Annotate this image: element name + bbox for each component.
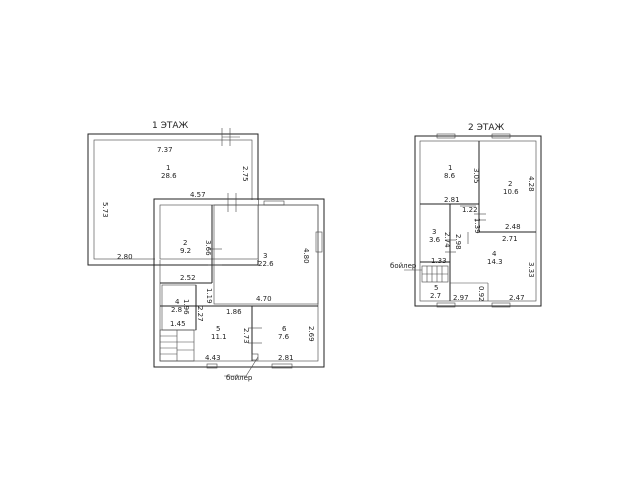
dimension-label: 5.73 (101, 202, 109, 218)
dimension-label: 2.73 (242, 328, 250, 344)
dimension-label: 1.45 (170, 320, 186, 328)
dimension-label: 2.74 (443, 232, 451, 248)
room-number: 4 (492, 250, 497, 258)
dimension-label: 4.28 (527, 176, 535, 192)
house-outline (153, 198, 325, 368)
floor-2-title: 2 ЭТАЖ (468, 123, 505, 133)
dimension-label: 2.27 (196, 306, 204, 322)
floor-2-room-labels: 1 8.6 2 10.6 3 3.6 4 14.3 5 2.7 (429, 164, 519, 300)
room-area: 11.1 (211, 333, 227, 341)
room-number: 6 (282, 325, 287, 333)
dimension-label: 2.98 (454, 234, 462, 250)
dimension-label: 1.86 (226, 308, 242, 316)
floor-1-plan: 1 ЭТАЖ (87, 121, 325, 382)
dimension-label: 2.80 (117, 253, 133, 261)
dimension-label: 1.22 (462, 206, 478, 214)
dimension-label: 2.52 (180, 274, 196, 282)
floor-2-plan: 2 ЭТАЖ (390, 123, 542, 308)
boiler-label-floor-1: бойлер (226, 374, 253, 382)
dimension-label: 2.97 (453, 294, 469, 302)
dimension-label: 2.81 (278, 354, 294, 362)
openings-floor-2 (436, 133, 511, 308)
stairs-floor-1 (159, 329, 195, 362)
dimension-label: 4.80 (302, 248, 310, 264)
dimension-label: 1.33 (431, 257, 447, 265)
floor-1-title: 1 ЭТАЖ (152, 121, 189, 131)
stairs-floor-2 (421, 265, 449, 283)
room-area: 28.6 (161, 172, 177, 180)
floor-2-dimensions: 3.05 4.28 2.81 1.22 1.39 2.48 2.74 2.98 … (431, 168, 535, 302)
room-number: 1 (166, 164, 170, 172)
room-number: 3 (263, 252, 267, 260)
dimension-label: 2.75 (241, 166, 249, 182)
openings-floor-1 (206, 128, 323, 369)
room-number: 2 (183, 239, 187, 247)
room-number: 2 (508, 180, 512, 188)
dimension-label: 0.92 (477, 286, 485, 302)
floor-1-dimensions: 7.37 5.73 2.75 2.80 4.57 3.66 2.52 4.80 … (101, 146, 315, 362)
boiler-label-floor-2: бойлер (390, 262, 417, 270)
room-area: 14.3 (487, 258, 503, 266)
dimension-label: 2.81 (444, 196, 460, 204)
floor-2-outline (414, 135, 542, 307)
room-number: 4 (175, 298, 180, 306)
room-area: 3.6 (429, 236, 441, 244)
dimension-label: 3.66 (204, 240, 212, 256)
room-area: 7.6 (278, 333, 290, 341)
dimension-label: 1.39 (473, 218, 481, 234)
dimension-label: 1.19 (205, 288, 213, 304)
dimension-label: 1.96 (182, 299, 190, 315)
room-area: 9.2 (180, 247, 191, 255)
dimension-label: 4.70 (256, 295, 272, 303)
floor-1-room-labels: 1 28.6 2 9.2 3 22.6 4 2.8 5 11.1 6 7.6 (161, 164, 290, 341)
room-number: 3 (432, 228, 436, 236)
room-number: 5 (434, 284, 438, 292)
dimension-label: 2.71 (502, 235, 518, 243)
dimension-label: 2.69 (307, 326, 315, 342)
dimension-label: 3.05 (472, 168, 480, 184)
dimension-label: 3.33 (527, 262, 535, 278)
room-area: 2.7 (430, 292, 441, 300)
dimension-label: 4.43 (205, 354, 221, 362)
room-number: 5 (216, 325, 220, 333)
room-area: 2.8 (171, 306, 182, 314)
room-area: 10.6 (503, 188, 519, 196)
room-area: 22.6 (258, 260, 274, 268)
dimension-label: 7.37 (157, 146, 173, 154)
dimension-label: 2.47 (509, 294, 525, 302)
dimension-label: 4.57 (190, 191, 206, 199)
room-area: 8.6 (444, 172, 456, 180)
room-number: 1 (448, 164, 452, 172)
dimension-label: 2.48 (505, 223, 521, 231)
